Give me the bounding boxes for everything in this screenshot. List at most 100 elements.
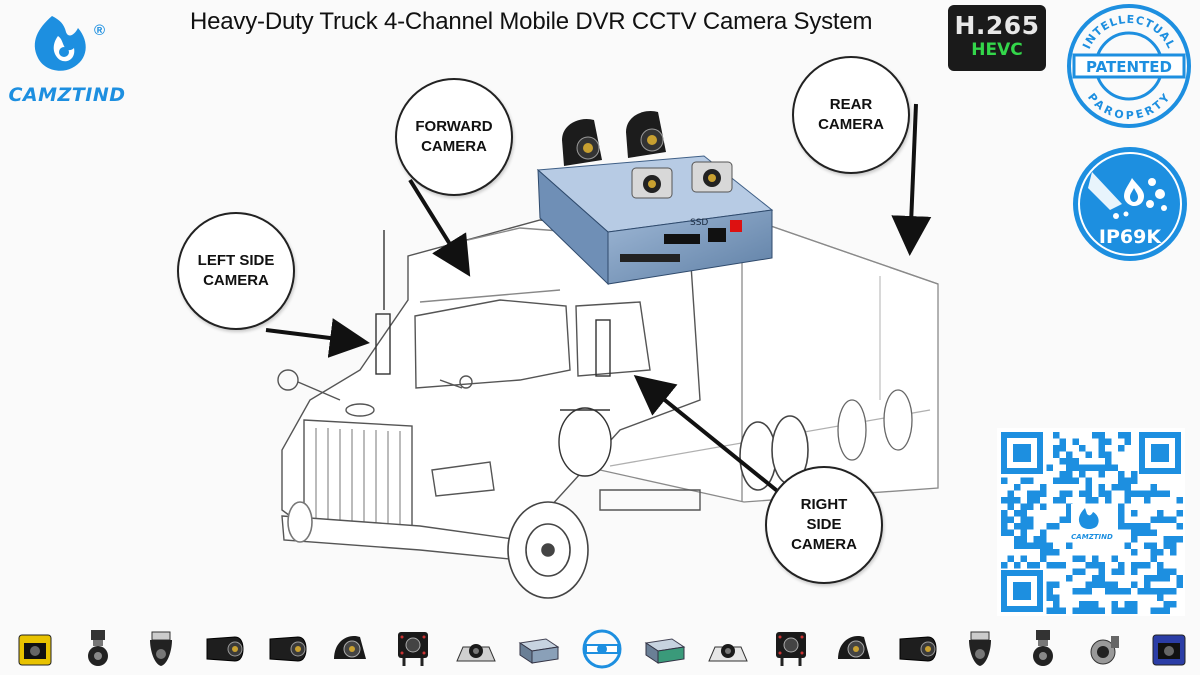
qr-module (1033, 536, 1040, 543)
qr-module (1066, 458, 1073, 465)
qr-module (1092, 575, 1099, 582)
side-mount-camera-icon (201, 627, 247, 671)
qr-code[interactable]: CAMZTIND (997, 428, 1185, 616)
qr-module (1027, 503, 1034, 510)
qr-module (1170, 601, 1177, 608)
qr-module (1059, 516, 1066, 523)
qr-module (1001, 562, 1008, 569)
qr-module (1111, 581, 1118, 588)
qr-module (1027, 497, 1034, 504)
square-ir-camera-icon (768, 627, 814, 671)
qr-module (1144, 490, 1151, 497)
qr-module (1053, 594, 1060, 601)
left-side-camera-label: LEFT SIDE CAMERA (197, 252, 275, 289)
qr-module (1072, 464, 1079, 471)
qr-module (1027, 477, 1034, 484)
qr-module (1131, 529, 1138, 536)
qr-module (1014, 523, 1021, 530)
qr-module (1131, 477, 1138, 484)
qr-module (1027, 490, 1034, 497)
qr-module (1027, 542, 1034, 549)
qr-module (1157, 490, 1164, 497)
qr-module (1176, 575, 1183, 582)
right-side-camera-label: RIGHT SIDE CAMERA (791, 496, 857, 553)
qr-module (1144, 523, 1151, 530)
qr-module (1001, 510, 1008, 517)
bracket-camera-icon (631, 167, 673, 199)
qr-module (1020, 542, 1027, 549)
qr-module (1098, 581, 1105, 588)
qr-module (1046, 549, 1053, 556)
qr-module (1066, 471, 1073, 478)
qr-module (1053, 607, 1060, 614)
dome-camera-icon (626, 110, 666, 158)
dome-ir-camera-icon (327, 627, 373, 671)
qr-module (1157, 562, 1164, 569)
qr-finder-top-left (1001, 432, 1043, 474)
qr-module (1105, 490, 1112, 497)
qr-module (1111, 555, 1118, 562)
qr-module (1124, 477, 1131, 484)
qr-module (1072, 438, 1079, 445)
qr-module (1150, 542, 1157, 549)
qr-module (1033, 497, 1040, 504)
codec-badge-top: H.265 (954, 11, 1040, 40)
qr-module (1079, 471, 1086, 478)
qr-module (1072, 555, 1079, 562)
qr-module (1137, 529, 1144, 536)
qr-module (1137, 523, 1144, 530)
rear-view-camera-icon (453, 627, 499, 671)
qr-module (1092, 601, 1099, 608)
qr-module (1020, 510, 1027, 517)
dome-camera-icon (562, 118, 602, 166)
qr-module (1144, 581, 1151, 588)
qr-module (1111, 588, 1118, 595)
qr-module (1072, 588, 1079, 595)
qr-module (1131, 581, 1138, 588)
qr-module (1020, 477, 1027, 484)
qr-module (1046, 464, 1053, 471)
qr-module (1085, 562, 1092, 569)
qr-module (1014, 562, 1021, 569)
qr-module (1007, 497, 1014, 504)
qr-module (1176, 497, 1183, 504)
qr-module (1118, 471, 1125, 478)
qr-module (1066, 451, 1073, 458)
qr-module (1150, 484, 1157, 491)
qr-module (1079, 445, 1086, 452)
qr-module (1157, 516, 1164, 523)
qr-module (1163, 536, 1170, 543)
qr-module (1085, 464, 1092, 471)
qr-module (1040, 549, 1047, 556)
qr-module (1170, 516, 1177, 523)
qr-module (1137, 490, 1144, 497)
qr-module (1066, 542, 1073, 549)
qr-module (1020, 529, 1027, 536)
qr-module (1085, 451, 1092, 458)
qr-module (1072, 607, 1079, 614)
qr-module (1150, 529, 1157, 536)
qr-module (1066, 464, 1073, 471)
qr-module (1027, 516, 1034, 523)
qr-module (1079, 555, 1086, 562)
qr-module (1124, 432, 1131, 439)
qr-module (1163, 575, 1170, 582)
qr-module (1001, 477, 1008, 484)
qr-module (1040, 529, 1047, 536)
qr-module (1066, 490, 1073, 497)
rear-camera-label: REAR CAMERA (818, 96, 884, 133)
qr-module (1085, 601, 1092, 608)
blue-box-camera-icon (1146, 627, 1192, 671)
qr-module (1040, 536, 1047, 543)
qr-module (1040, 542, 1047, 549)
patented-seal-icon: INTELLECTUAL PAROPERTY PATENTED (1067, 4, 1191, 128)
qr-module (1079, 490, 1086, 497)
brand-logo: ® CAMZTIND (8, 6, 126, 114)
left-side-camera-callout: LEFT SIDE CAMERA (177, 212, 295, 330)
qr-module (1150, 555, 1157, 562)
qr-module (1098, 575, 1105, 582)
qr-module (1098, 471, 1105, 478)
qr-module (1053, 523, 1060, 530)
qr-logo-icon (1078, 508, 1099, 529)
qr-module (1092, 562, 1099, 569)
